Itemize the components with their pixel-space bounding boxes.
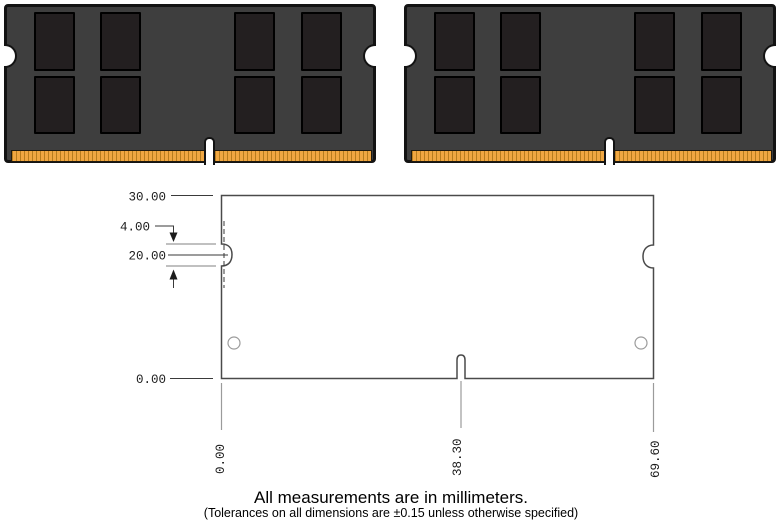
memory-chip: [100, 76, 141, 134]
memory-chip: [234, 12, 275, 71]
memory-chip: [634, 76, 675, 134]
ram-module-photo: [4, 4, 376, 165]
memory-chip: [234, 76, 275, 134]
ram-module-photo: [404, 4, 776, 165]
dim-label-x-left: 0.00: [214, 444, 228, 474]
memory-chip: [500, 76, 541, 134]
gold-edge-connector: [12, 151, 204, 161]
memory-chip: [434, 12, 475, 71]
gold-edge-connector: [615, 151, 771, 161]
dimension-arrow-down: [169, 232, 178, 242]
dim-label-height-top: 30.00: [128, 191, 166, 205]
mounting-hole: [634, 336, 648, 350]
memory-chip: [301, 76, 342, 134]
side-retention-notch: [363, 44, 376, 68]
dim-label-notch-height: 4.00: [120, 221, 150, 235]
connector-key-notch: [204, 137, 215, 165]
memory-chip: [301, 12, 342, 71]
footer-note-tolerance: (Tolerances on all dimensions are ±0.15 …: [203, 506, 579, 520]
dim-label-height-bottom: 0.00: [136, 373, 166, 387]
dim-label-x-key-notch: 38.30: [451, 438, 465, 476]
dimension-arrow-up: [169, 269, 178, 280]
memory-chip: [100, 12, 141, 71]
memory-chip: [34, 76, 75, 134]
dimension-line: [155, 225, 174, 233]
dim-label-notch-center: 20.00: [128, 250, 166, 264]
memory-chip: [34, 12, 75, 71]
memory-chip: [500, 12, 541, 71]
module-outline: [220, 194, 655, 380]
connector-key-notch: [604, 137, 615, 165]
memory-chip: [701, 76, 742, 134]
gold-edge-connector: [412, 151, 604, 161]
memory-chip: [434, 76, 475, 134]
footer-note-units: All measurements are in millimeters.: [254, 488, 528, 507]
memory-chip: [701, 12, 742, 71]
memory-chip: [634, 12, 675, 71]
side-retention-notch: [763, 44, 776, 68]
mounting-hole: [227, 336, 241, 350]
gold-edge-connector: [215, 151, 371, 161]
dim-label-x-right: 69.60: [649, 440, 663, 478]
